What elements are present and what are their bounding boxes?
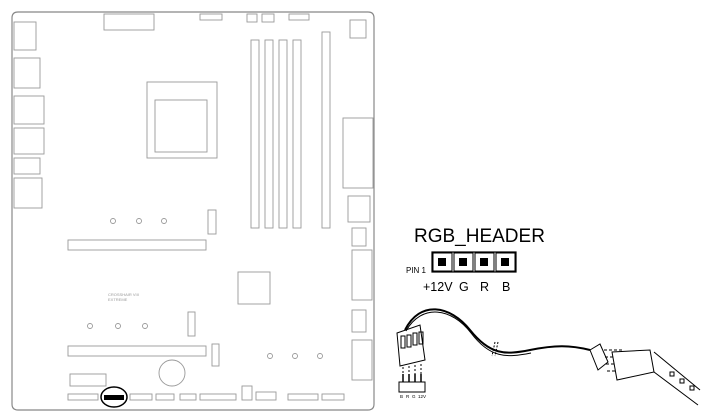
- rgb-header-pinout: RGB_HEADER PIN 1 +12V G R B: [406, 226, 545, 294]
- cable-pin-b: B: [400, 394, 403, 399]
- highlight-circle: [100, 386, 128, 408]
- board-model-line1: CROSSHAIR VIII: [108, 292, 139, 297]
- pin-label-b: B: [502, 280, 510, 294]
- pin-label-12v: +12V: [423, 280, 453, 294]
- board-model-line2: EXTREME: [108, 297, 128, 302]
- cable-pin-12v: 12V: [418, 394, 426, 399]
- rgb-header-location: [104, 395, 124, 400]
- cable-pin-r: R: [406, 394, 410, 399]
- rgb-cable-illustration: [396, 308, 701, 406]
- motherboard: CROSSHAIR VIII EXTREME: [11, 11, 375, 411]
- header-pins: [432, 252, 516, 272]
- header-title: RGB_HEADER: [414, 226, 545, 247]
- pin-label-g: G: [459, 280, 469, 294]
- pin-label-r: R: [480, 280, 489, 294]
- cable-pin-labels: B R G 12V: [400, 394, 426, 399]
- cable-pin-g: G: [412, 394, 416, 399]
- pin1-label: PIN 1: [406, 266, 427, 275]
